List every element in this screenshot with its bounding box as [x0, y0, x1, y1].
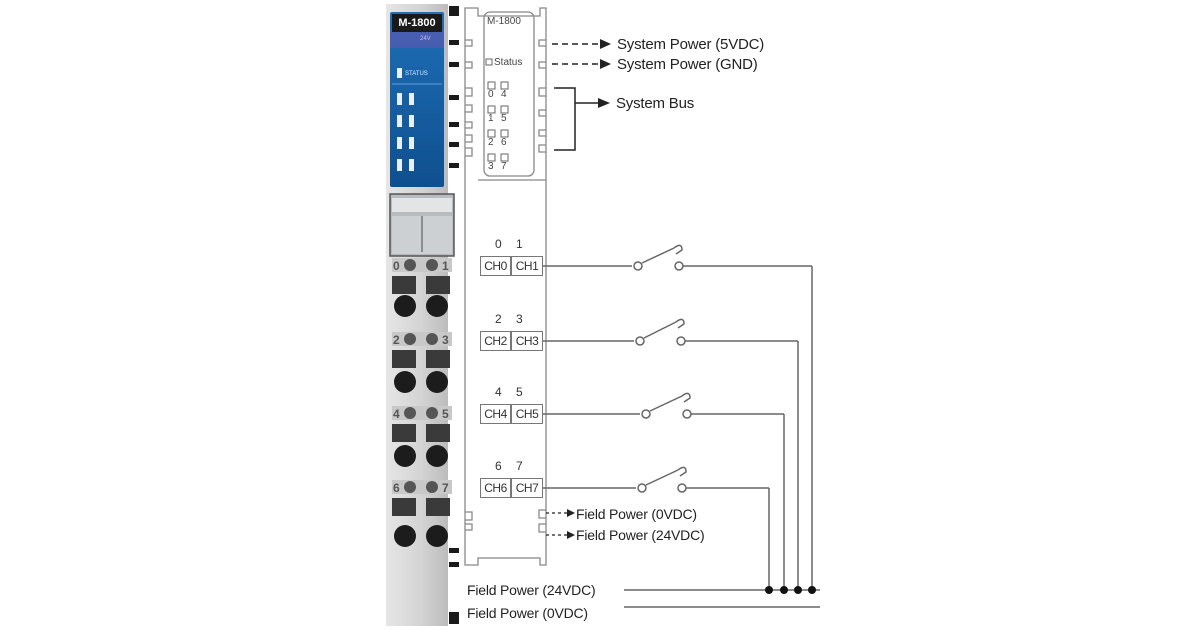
channel-leds [397, 93, 414, 171]
terminal-number: 7 [442, 481, 449, 495]
module-model-label: M-1800 [392, 14, 442, 32]
system-bus-label: System Bus [616, 95, 695, 112]
channel-number: 2 [495, 312, 502, 326]
field-connection-arrows [546, 509, 575, 539]
system-power-5vdc-label: System Power (5VDC) [617, 36, 765, 53]
channel-box-ch6: CH6 [480, 478, 511, 498]
schematic-status-label: Status [494, 57, 523, 68]
channel-number: 3 [516, 312, 523, 326]
status-led [397, 68, 402, 78]
system-power-gnd-label: System Power (GND) [617, 56, 758, 73]
field-bus-24vdc-label: Field Power (24VDC) [467, 582, 596, 598]
channel-box-ch0: CH0 [480, 256, 511, 276]
terminal-number: 5 [442, 407, 449, 421]
led-label: 0 [488, 89, 494, 100]
io-module-photo [386, 4, 459, 626]
led-label: 2 [488, 137, 494, 148]
bus-junctions [765, 586, 816, 594]
field-bus-0vdc-label: Field Power (0VDC) [467, 605, 588, 621]
channel-box-ch1: CH1 [511, 256, 543, 276]
channel-box-ch4: CH4 [480, 404, 511, 424]
led-label: 7 [501, 161, 507, 172]
channel-number: 1 [516, 237, 523, 251]
bus-contacts [449, 6, 459, 624]
module-face [390, 12, 444, 187]
channel-box-ch3: CH3 [511, 331, 543, 351]
terminal-number: 4 [393, 407, 400, 421]
led-label: 5 [501, 113, 507, 124]
terminal-number: 0 [393, 259, 400, 273]
channel-number: 0 [495, 237, 502, 251]
channel-box-ch2: CH2 [480, 331, 511, 351]
terminal-number: 1 [442, 259, 449, 273]
field-power-0vdc-connection-label: Field Power (0VDC) [576, 506, 697, 522]
channel-number: 6 [495, 459, 502, 473]
channel-number: 5 [516, 385, 523, 399]
channel-number: 7 [516, 459, 523, 473]
led-label: 4 [501, 89, 507, 100]
led-label: 3 [488, 161, 494, 172]
field-power-24vdc-connection-label: Field Power (24VDC) [576, 527, 705, 543]
led-label: 1 [488, 113, 494, 124]
terminal-number: 2 [393, 333, 400, 347]
channel-box-ch7: CH7 [511, 478, 543, 498]
schematic-leds [485, 58, 509, 162]
channel-wiring [543, 244, 820, 608]
terminal-number: 3 [442, 333, 449, 347]
module-status-label: STATUS [405, 71, 428, 77]
schematic-module [464, 7, 547, 566]
module-voltage-tag: 24V [420, 36, 431, 42]
terminal-number: 6 [393, 481, 400, 495]
led-label: 6 [501, 137, 507, 148]
terminal-blocks [392, 258, 452, 547]
schematic-model-label: M-1800 [487, 16, 521, 27]
system-connection-arrows [552, 39, 611, 151]
channel-number: 4 [495, 385, 502, 399]
channel-box-ch5: CH5 [511, 404, 543, 424]
